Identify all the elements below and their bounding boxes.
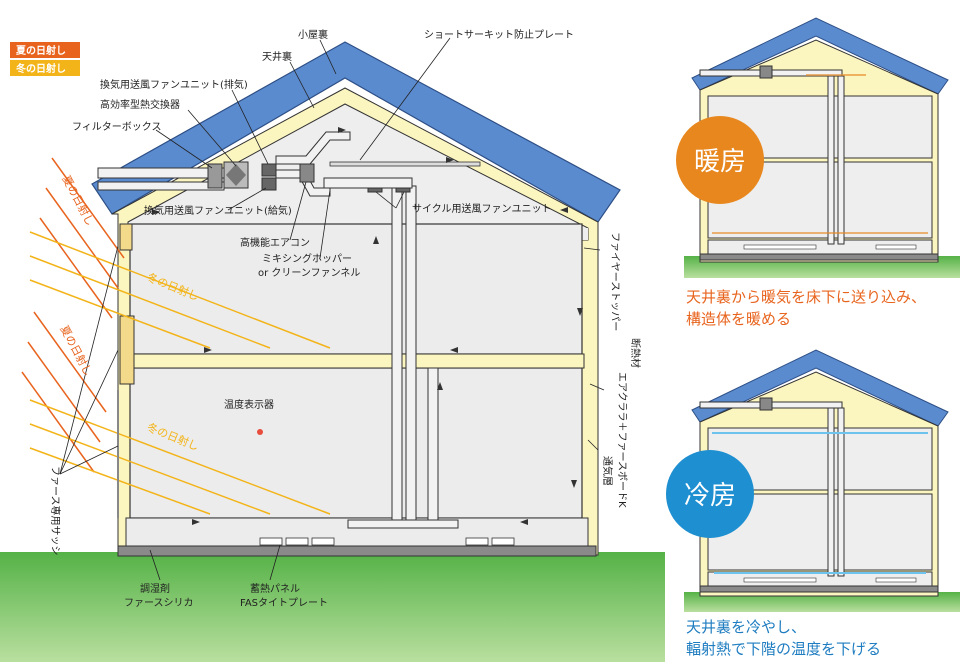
filter-box [208, 164, 222, 188]
vertical-duct-1 [392, 186, 402, 526]
label-supply-fan: 換気用送風ファンユニット(給気) [144, 204, 292, 217]
cooling-badge-label: 冷房 [684, 481, 736, 511]
label-clean-funnel: or クリーンファンネル [258, 267, 360, 279]
label-mixing-hopper: ミキシングホッパー [262, 252, 352, 265]
label-insulation: 断熱材 [629, 338, 642, 368]
vertical-duct-2 [406, 186, 416, 526]
heating-caption-line1: 天井裏から暖気を床下に送り込み、 [686, 288, 926, 306]
label-cycle-fan: サイクル用送風ファンユニット [412, 202, 552, 215]
vertical-duct-3 [428, 368, 438, 526]
aircon [300, 164, 314, 182]
short-circuit-plate [330, 162, 480, 166]
label-insulation-board: エアクララ＋ファースボードK [616, 372, 628, 508]
ground [0, 552, 665, 662]
heating-panel: 暖房 天井裏から暖気を床下に送り込み、 構造体を暖める [676, 18, 960, 328]
label-aircon: 高機能エアコン [240, 236, 310, 249]
label-summer-upper: 夏の日射し [59, 173, 97, 228]
underfloor-duct [348, 520, 458, 528]
label-short-circuit: ショートサーキット防止プレート [424, 28, 574, 41]
label-sash: ファース専用サッシ [49, 466, 61, 556]
label-filter-box: フィルターボックス [72, 121, 162, 133]
ventilation-duct [98, 168, 224, 178]
heating-badge-label: 暖房 [694, 147, 746, 177]
legend-winter-label: 冬の日射し [16, 62, 66, 75]
sash-window-mid [120, 316, 134, 384]
label-air-layer: 通気層 [601, 456, 614, 486]
floor-slab [128, 354, 584, 368]
label-tenjoura: 天井裏 [262, 50, 292, 63]
legend: 夏の日射し 冬の日射し [10, 42, 80, 76]
label-heat-exchanger: 高効率型熱交換器 [100, 98, 180, 111]
label-fas-plate: FASタイトプレート [240, 597, 328, 609]
foundation [118, 546, 596, 556]
label-fire-stopper: ファイヤーストッパー [609, 232, 621, 331]
cooling-caption-line1: 天井裏を冷やし、 [686, 618, 806, 636]
label-heat-panel: 蓄熱パネル [250, 582, 300, 595]
label-furth-silica: ファースシリカ [124, 597, 194, 609]
cooling-caption-line2: 輻射熱で下階の温度を下げる [686, 640, 881, 658]
label-exhaust-fan: 換気用送風ファンユニット(排気) [100, 78, 248, 91]
exhaust-fan-unit [262, 164, 276, 176]
label-temp-display: 温度表示器 [224, 398, 274, 411]
heating-caption-line2: 構造体を暖める [686, 310, 791, 328]
supply-duct [98, 182, 224, 190]
legend-summer-label: 夏の日射し [15, 44, 66, 57]
temp-indicator [257, 429, 263, 435]
label-humidity-agent: 調湿剤 [140, 582, 170, 595]
sash-window-upper [120, 224, 132, 250]
supply-fan-unit [262, 178, 276, 190]
label-koyaura: 小屋裏 [298, 28, 328, 41]
cooling-panel: 冷房 天井裏を冷やし、 輻射熱で下階の温度を下げる [666, 350, 960, 658]
upper-floor-room [130, 224, 582, 354]
